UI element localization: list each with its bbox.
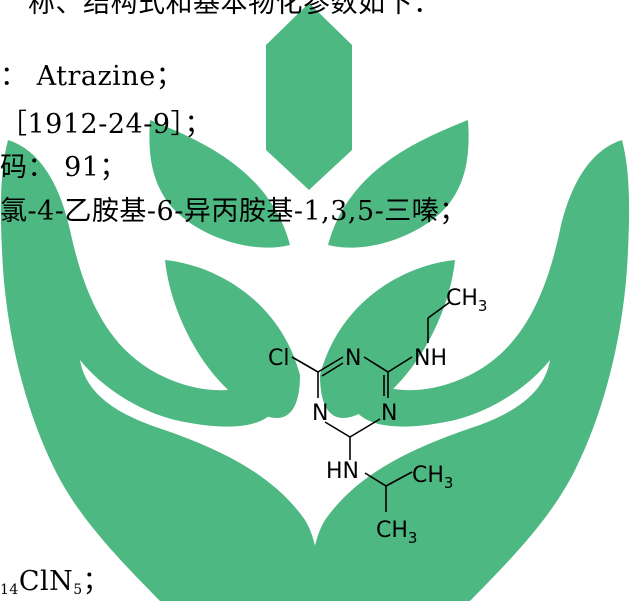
chemical-name-line: 氯-4-乙胺基-6-异丙胺基-1,3,5-三嗪； xyxy=(0,196,467,227)
english-name-line: ： Atrazine； xyxy=(0,61,184,92)
right-hand xyxy=(312,140,630,601)
formula-end: ； xyxy=(82,566,111,597)
ch3-isopropyl-a-label: CH3 xyxy=(412,463,453,492)
left-hand xyxy=(0,140,318,601)
right-lower-leaf xyxy=(320,260,455,418)
top-leaf xyxy=(266,3,352,190)
cas-number-line: ［1912-24-9］； xyxy=(0,109,212,140)
ch3-ethyl-label: CH3 xyxy=(446,286,487,315)
formula-sub-14: 14 xyxy=(0,582,19,598)
left-upper-leaf xyxy=(149,120,290,248)
ch3-ethyl-ch: CH xyxy=(446,286,478,311)
intro-line: 称、结构式和基本物化参数如下： xyxy=(28,0,441,19)
ch3-b-sub: 3 xyxy=(408,529,418,547)
right-upper-leaf xyxy=(328,120,469,248)
bonds xyxy=(291,301,451,512)
chlorine-label: Cl xyxy=(268,346,289,371)
ring-n-left: N xyxy=(312,401,328,426)
ch3-ethyl-sub: 3 xyxy=(478,297,488,315)
hn-label: HN xyxy=(326,459,359,484)
formula-line: 14ClN5； xyxy=(0,566,110,606)
formula-sub-5: 5 xyxy=(73,582,83,598)
formula-main: ClN xyxy=(18,566,74,597)
ch3-a-ch: CH xyxy=(412,463,444,488)
code-line: 码： 91； xyxy=(0,152,127,183)
hands-leaves-icon xyxy=(0,3,630,601)
ch3-isopropyl-b-label: CH3 xyxy=(376,518,417,547)
ring-n-right: N xyxy=(381,401,397,426)
ch3-a-sub: 3 xyxy=(444,474,454,492)
nh-label: NH xyxy=(414,346,447,371)
ch3-b-ch: CH xyxy=(376,518,408,543)
left-lower-leaf xyxy=(165,260,300,418)
ring-n-top: N xyxy=(345,346,361,371)
